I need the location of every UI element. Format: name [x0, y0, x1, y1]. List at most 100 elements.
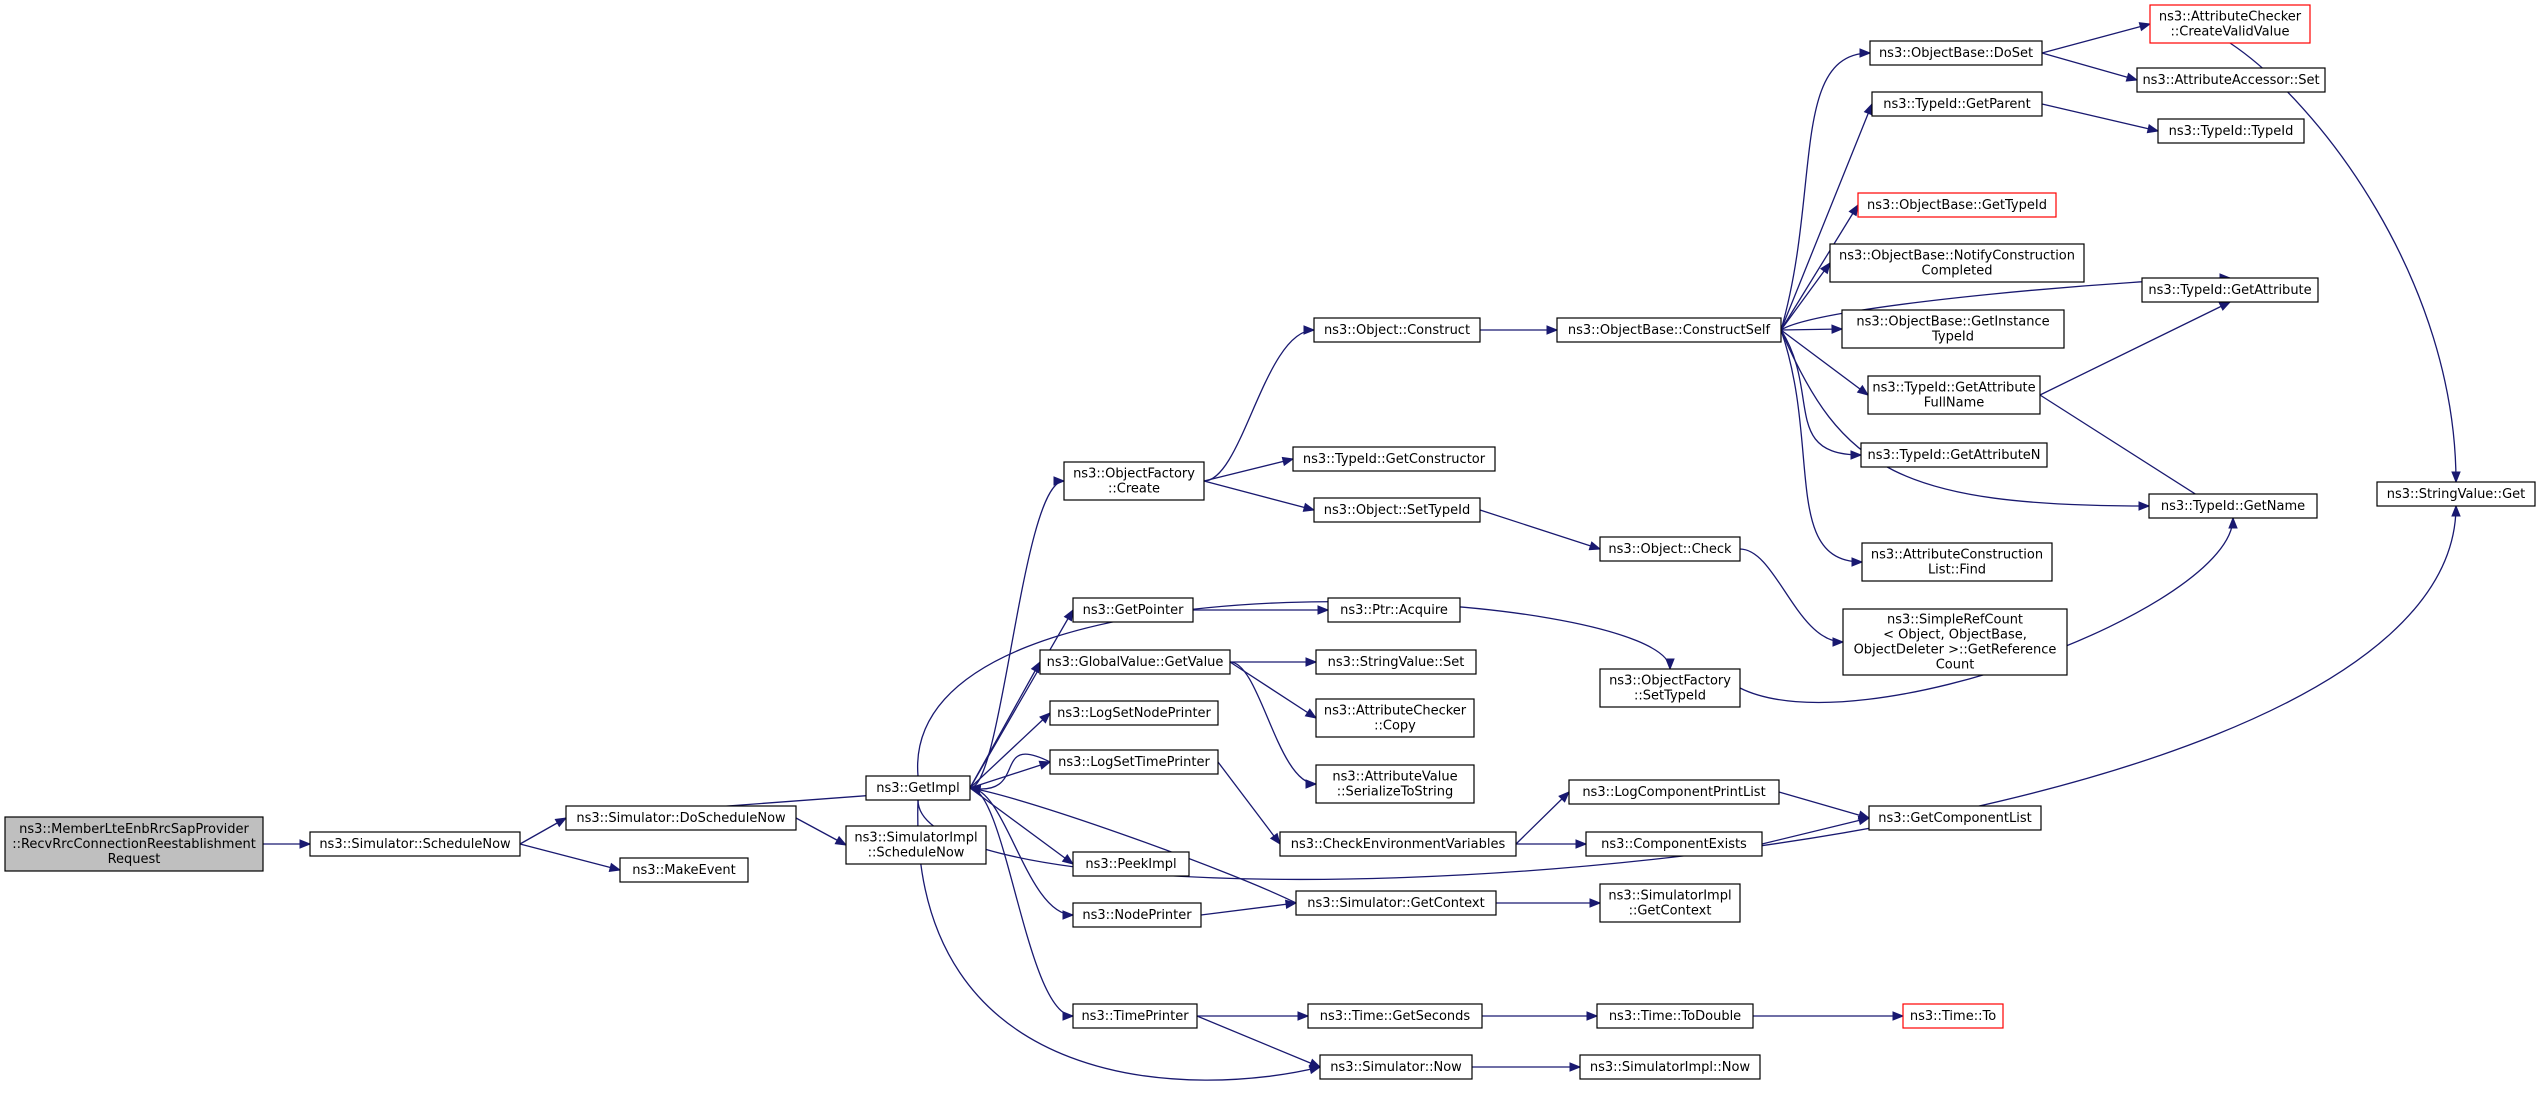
- node-ns3-time-getseconds[interactable]: ns3::Time::GetSeconds: [1307, 1003, 1483, 1029]
- node-ns3-logsettimeprinter[interactable]: ns3::LogSetTimePrinter: [1049, 749, 1219, 775]
- node-ns3-objectbase-notifyconstruction-completed[interactable]: ns3::ObjectBase::NotifyConstructionCompl…: [1829, 243, 2085, 283]
- node-ns3-simplerefcount-object-objectbase-objectdeleter-getreference-count[interactable]: ns3::SimpleRefCount< Object, ObjectBase,…: [1842, 608, 2068, 676]
- node-ns3-attributeaccessor-set[interactable]: ns3::AttributeAccessor::Set: [2136, 67, 2326, 93]
- node-ns3-getimpl[interactable]: ns3::GetImpl: [865, 775, 971, 801]
- node-ns3-objectfactory-settypeid[interactable]: ns3::ObjectFactory::SetTypeId: [1599, 668, 1741, 708]
- node-box: [1313, 317, 1481, 343]
- node-ns3-nodeprinter[interactable]: ns3::NodePrinter: [1072, 902, 1202, 928]
- edge-line: [969, 480, 1065, 789]
- node-ns3-peekimpl[interactable]: ns3::PeekImpl: [1072, 851, 1190, 877]
- node-ns3-checkenvironmentvariables[interactable]: ns3::CheckEnvironmentVariables: [1279, 831, 1517, 857]
- node-ns3-getpointer[interactable]: ns3::GetPointer: [1072, 597, 1194, 623]
- node-label: Request: [108, 852, 161, 867]
- node-ns3-object-settypeid[interactable]: ns3::Object::SetTypeId: [1313, 497, 1481, 523]
- node-ns3-objectbase-doset[interactable]: ns3::ObjectBase::DoSet: [1869, 40, 2043, 66]
- edge-n25-to-n33: [1780, 48, 1872, 331]
- edge-line: [969, 761, 1051, 789]
- node-label: ns3::TypeId::GetName: [2161, 499, 2305, 514]
- edge-line: [1203, 458, 1294, 482]
- arrowhead-icon: [2125, 72, 2139, 82]
- node-ns3-time-todouble[interactable]: ns3::Time::ToDouble: [1596, 1003, 1754, 1029]
- node-ns3-typeid-getattribute[interactable]: ns3::TypeId::GetAttribute: [2141, 277, 2319, 303]
- node-box: [845, 825, 987, 865]
- edge-n25-to-n37: [1780, 324, 1844, 334]
- node-ns3-simulatorimpl-getcontext[interactable]: ns3::SimulatorImpl::GetContext: [1599, 883, 1741, 923]
- edge-n29-to-n42: [1761, 815, 1871, 845]
- node-label: ns3::Simulator::GetContext: [1307, 896, 1484, 911]
- arrowhead-icon: [834, 835, 848, 846]
- node-ns3-stringvalue-get[interactable]: ns3::StringValue::Get: [2376, 481, 2536, 507]
- node-label: ns3::MakeEvent: [632, 863, 736, 878]
- edge-n7-to-n17: [1193, 605, 1330, 615]
- node-ns3-logcomponentprintlist[interactable]: ns3::LogComponentPrintList: [1568, 779, 1780, 805]
- node-ns3-attributechecker-copy[interactable]: ns3::AttributeChecker::Copy: [1315, 698, 1475, 738]
- node-ns3-componentexists[interactable]: ns3::ComponentExists: [1585, 831, 1763, 857]
- node-box: [1841, 309, 2065, 349]
- node-ns3-typeid-getparent[interactable]: ns3::TypeId::GetParent: [1871, 91, 2043, 117]
- node-label: ns3::TypeId::GetAttribute: [1872, 381, 2035, 396]
- node-ns3-globalvalue-getvalue[interactable]: ns3::GlobalValue::GetValue: [1039, 649, 1231, 675]
- node-ns3-makeevent[interactable]: ns3::MakeEvent: [619, 857, 749, 883]
- arrowhead-icon: [1589, 898, 1602, 908]
- node-ns3-stringvalue-set[interactable]: ns3::StringValue::Set: [1315, 649, 1477, 675]
- node-ns3-objectbase-gettypeid[interactable]: ns3::ObjectBase::GetTypeId: [1857, 192, 2057, 218]
- node-ns3-typeid-getconstructor[interactable]: ns3::TypeId::GetConstructor: [1292, 446, 1496, 472]
- node-ns3-simulator-doschedulenow[interactable]: ns3::Simulator::DoScheduleNow: [565, 805, 797, 831]
- node-ns3-objectbase-constructself[interactable]: ns3::ObjectBase::ConstructSelf: [1556, 317, 1782, 343]
- edge-line: [917, 601, 1671, 777]
- node-ns3-ptr-acquire[interactable]: ns3::Ptr::Acquire: [1327, 597, 1461, 623]
- node-box: [1585, 831, 1763, 857]
- edge-line: [969, 787, 1297, 904]
- edge-line: [1229, 661, 1317, 785]
- node-label: TypeId: [1931, 330, 1974, 345]
- arrowhead-icon: [1832, 637, 1845, 647]
- node-box: [2136, 67, 2326, 93]
- node-label: FullName: [1924, 396, 1985, 411]
- node-ns3-attributevalue-serializetostring[interactable]: ns3::AttributeValue::SerializeToString: [1315, 764, 1475, 804]
- edge-line: [519, 843, 621, 871]
- arrowhead-icon: [1039, 712, 1051, 724]
- node-ns3-simulator-now[interactable]: ns3::Simulator::Now: [1319, 1054, 1473, 1080]
- node-ns3-simulator-getcontext[interactable]: ns3::Simulator::GetContext: [1295, 890, 1497, 916]
- node-ns3-getcomponentlist[interactable]: ns3::GetComponentList: [1868, 805, 2042, 831]
- node-ns3-typeid-getname[interactable]: ns3::TypeId::GetName: [2148, 493, 2318, 519]
- node-ns3-timeprinter[interactable]: ns3::TimePrinter: [1072, 1003, 1198, 1029]
- node-ns3-simulator-schedulenow[interactable]: ns3::Simulator::ScheduleNow: [309, 831, 521, 857]
- node-box: [2376, 481, 2536, 507]
- node-label: ::GetContext: [1629, 904, 1712, 919]
- node-ns3-typeid-typeid[interactable]: ns3::TypeId::TypeId: [2157, 118, 2305, 144]
- edge-line: [969, 787, 1074, 1017]
- node-label: ::SetTypeId: [1634, 689, 1706, 704]
- node-ns3-simulatorimpl-schedulenow[interactable]: ns3::SimulatorImpl::ScheduleNow: [845, 825, 987, 865]
- node-ns3-logsetnodeprinter[interactable]: ns3::LogSetNodePrinter: [1049, 700, 1219, 726]
- node-ns3-attributechecker-createvalidvalue[interactable]: ns3::AttributeChecker::CreateValidValue: [2149, 4, 2311, 44]
- node-label: ns3::LogComponentPrintList: [1582, 785, 1765, 800]
- arrowhead-icon: [1281, 456, 1295, 467]
- node-ns3-simulatorimpl-now[interactable]: ns3::SimulatorImpl::Now: [1579, 1054, 1761, 1080]
- node-ns3-typeid-getattributen[interactable]: ns3::TypeId::GetAttributeN: [1860, 442, 2048, 468]
- arrowhead-icon: [1558, 791, 1570, 803]
- edge-n13-to-n24: [1196, 1015, 1322, 1068]
- node-label: ns3::ObjectFactory: [1073, 467, 1195, 482]
- edge-line: [1739, 548, 1844, 643]
- node-ns3-time-to[interactable]: ns3::Time::To: [1902, 1003, 2004, 1029]
- edge-line: [2229, 42, 2457, 483]
- node-ns3-object-construct[interactable]: ns3::Object::Construct: [1313, 317, 1481, 343]
- call-graph-edges: [263, 22, 2461, 1081]
- arrowhead-icon: [1030, 660, 1041, 674]
- edge-n2-to-n5: [795, 817, 848, 846]
- node-label: ::RecvRrcConnectionReestablishment: [12, 837, 256, 852]
- node-box: [1842, 608, 2068, 676]
- node-box: [1327, 597, 1461, 623]
- edge-n4-to-n13: [969, 787, 1075, 1021]
- arrowhead-icon: [1308, 1058, 1322, 1068]
- arrowhead-icon: [1588, 541, 1602, 551]
- node-box: [1307, 1003, 1483, 1029]
- edge-line: [1778, 791, 1870, 819]
- node-ns3-objectfactory-create[interactable]: ns3::ObjectFactory::Create: [1063, 461, 1205, 501]
- node-label: ns3::Object::Check: [1608, 542, 1732, 557]
- node-ns3-object-check[interactable]: ns3::Object::Check: [1599, 536, 1741, 562]
